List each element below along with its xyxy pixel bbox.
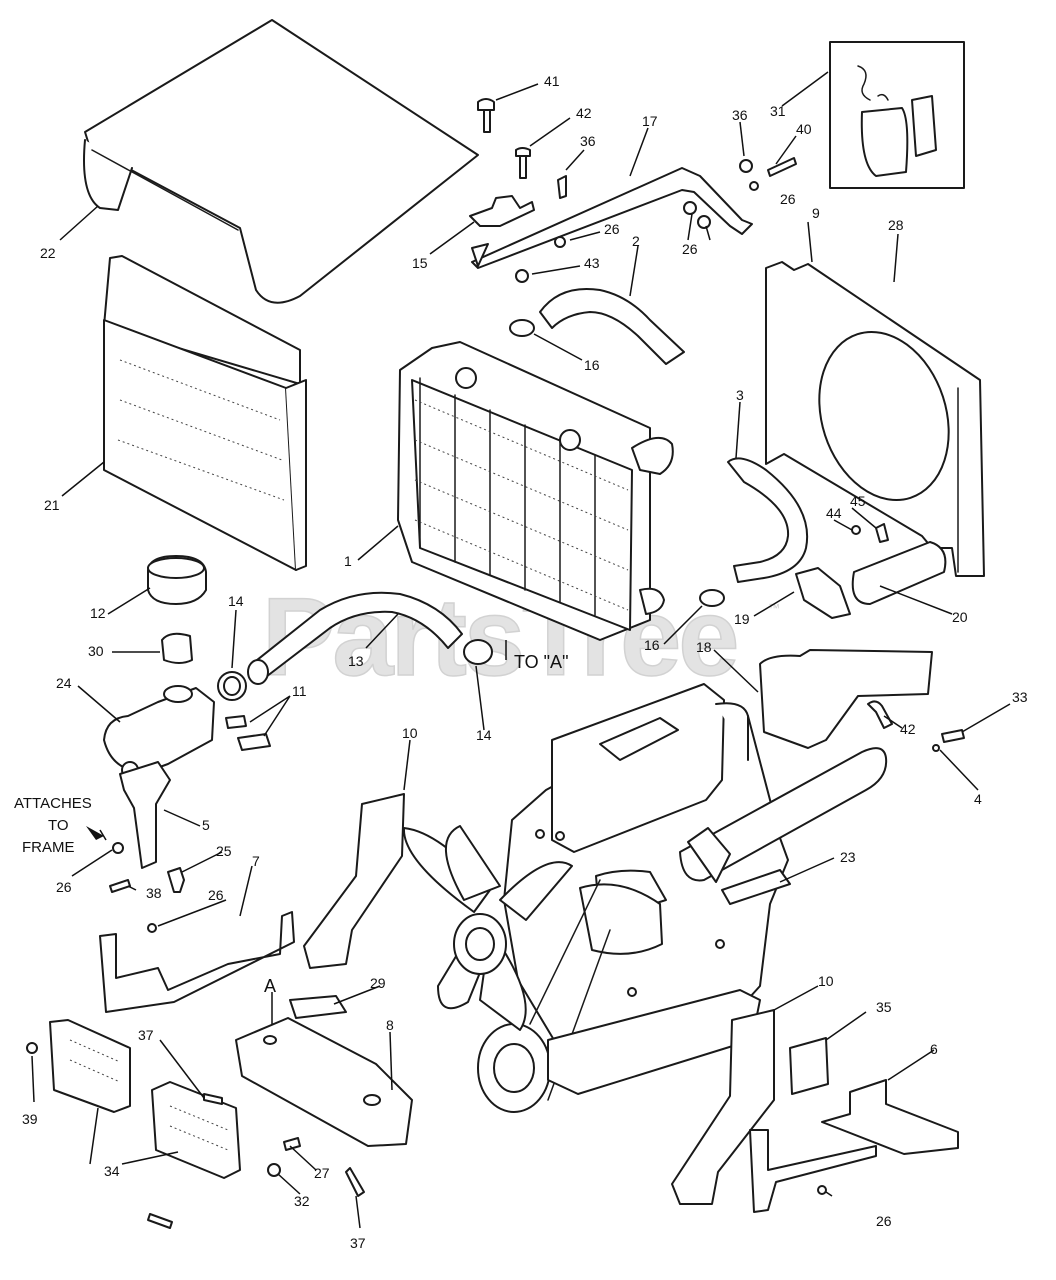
part-14-clamp-left: [217, 671, 247, 701]
part-7-plate: [99, 911, 295, 1013]
part-31-detail-inset: [829, 41, 965, 189]
callout-7: 7: [252, 853, 260, 869]
callout-39: 39: [22, 1111, 38, 1127]
callout-25: 25: [216, 843, 232, 859]
callout-10: 10: [818, 973, 834, 989]
callout-26: 26: [56, 879, 72, 895]
part-2-upper-hose: [539, 288, 685, 365]
callout-labels: 41 42 36 17 36 40 31 22 26 2 26 26 9 28 …: [22, 73, 1028, 1251]
callout-34: 34: [104, 1163, 120, 1179]
hardware-left: [109, 867, 185, 893]
callout-20: 20: [952, 609, 968, 625]
callout-17: 17: [642, 113, 658, 129]
part-10-brace-left: [303, 793, 405, 969]
callout-33: 33: [1012, 689, 1028, 705]
part-6-bracket: [749, 1079, 959, 1213]
part-22-top-cover: [83, 19, 479, 304]
callout-12: 12: [90, 605, 106, 621]
callout-36: 36: [732, 107, 748, 123]
part-3-lower-hose: [727, 457, 809, 583]
note-attaches: ATTACHES: [14, 795, 92, 812]
part-18-heat-shield: [759, 649, 933, 749]
part-35-cover: [789, 1037, 829, 1095]
note-to-a: TO "A": [514, 652, 568, 672]
callout-42: 42: [900, 721, 916, 737]
callout-43: 43: [584, 255, 600, 271]
callout-27: 27: [314, 1165, 330, 1181]
callout-44: 44: [826, 505, 842, 521]
part-13-hose: [247, 591, 463, 685]
callout-36: 36: [580, 133, 596, 149]
callout-22: 22: [40, 245, 56, 261]
callout-45: 45: [850, 493, 866, 509]
note-frame: FRAME: [22, 839, 75, 856]
part-19-20-tube: [795, 523, 947, 619]
callout-26: 26: [208, 887, 224, 903]
callout-8: 8: [386, 1017, 394, 1033]
callout-6: 6: [930, 1041, 938, 1057]
callout-29: 29: [370, 975, 386, 991]
part-16-clamps: [509, 319, 725, 607]
callout-15: 15: [412, 255, 428, 271]
note-arrow-icon: [86, 826, 104, 840]
callout-13: 13: [348, 653, 364, 669]
callout-14: 14: [476, 727, 492, 743]
callout-18: 18: [696, 639, 712, 655]
callout-23: 23: [840, 849, 856, 865]
callout-41: 41: [544, 73, 560, 89]
callout-26: 26: [876, 1213, 892, 1229]
hardware-right: [867, 700, 965, 752]
part-12-filter: [147, 555, 207, 605]
part-29-pad: [289, 995, 347, 1019]
callout-31: 31: [770, 103, 786, 119]
note-to: TO: [48, 817, 69, 834]
callout-42: 42: [576, 105, 592, 121]
callout-40: 40: [796, 121, 812, 137]
part-34-guards: [26, 1019, 241, 1179]
callout-9: 9: [812, 205, 820, 221]
callout-28: 28: [888, 217, 904, 233]
part-15-bracket: [469, 195, 535, 227]
callout-10: 10: [402, 725, 418, 741]
part-11-fittings: [225, 715, 271, 751]
callout-3: 3: [736, 387, 744, 403]
hardware-top: [477, 98, 797, 283]
callout-16: 16: [584, 357, 600, 373]
callout-5: 5: [202, 817, 210, 833]
callout-14: 14: [228, 593, 244, 609]
callout-37: 37: [350, 1235, 366, 1251]
callout-24: 24: [56, 675, 72, 691]
callout-19: 19: [734, 611, 750, 627]
callout-26: 26: [682, 241, 698, 257]
note-point-a: A: [264, 976, 276, 996]
callout-30: 30: [88, 643, 104, 659]
part-10-brace-right: [671, 1009, 775, 1205]
part-17-brace: [471, 167, 753, 269]
part-9-fan-shroud: [765, 261, 985, 577]
callout-11: 11: [292, 683, 307, 699]
callout-4: 4: [974, 791, 982, 807]
watermark-trademark: ™: [768, 601, 780, 615]
part-14-clamp-right: [463, 639, 493, 665]
callout-2: 2: [632, 233, 640, 249]
callout-26: 26: [604, 221, 620, 237]
callout-32: 32: [294, 1193, 310, 1209]
part-21-shroud-panel: [103, 255, 307, 571]
callout-35: 35: [876, 999, 892, 1015]
callout-26: 26: [780, 191, 796, 207]
hardware-bottom: [147, 1093, 365, 1229]
callout-1: 1: [344, 553, 352, 569]
part-1-radiator: [397, 341, 674, 641]
engine-assembly: [402, 683, 888, 1113]
callout-37: 37: [138, 1027, 154, 1043]
part-5-bracket: [112, 761, 171, 869]
callout-38: 38: [146, 885, 162, 901]
leader-lines: [31, 71, 1011, 1229]
part-30-cap: [161, 632, 193, 664]
part-8-bar: [235, 1017, 413, 1147]
callout-21: 21: [44, 497, 60, 513]
callout-16: 16: [644, 637, 660, 653]
